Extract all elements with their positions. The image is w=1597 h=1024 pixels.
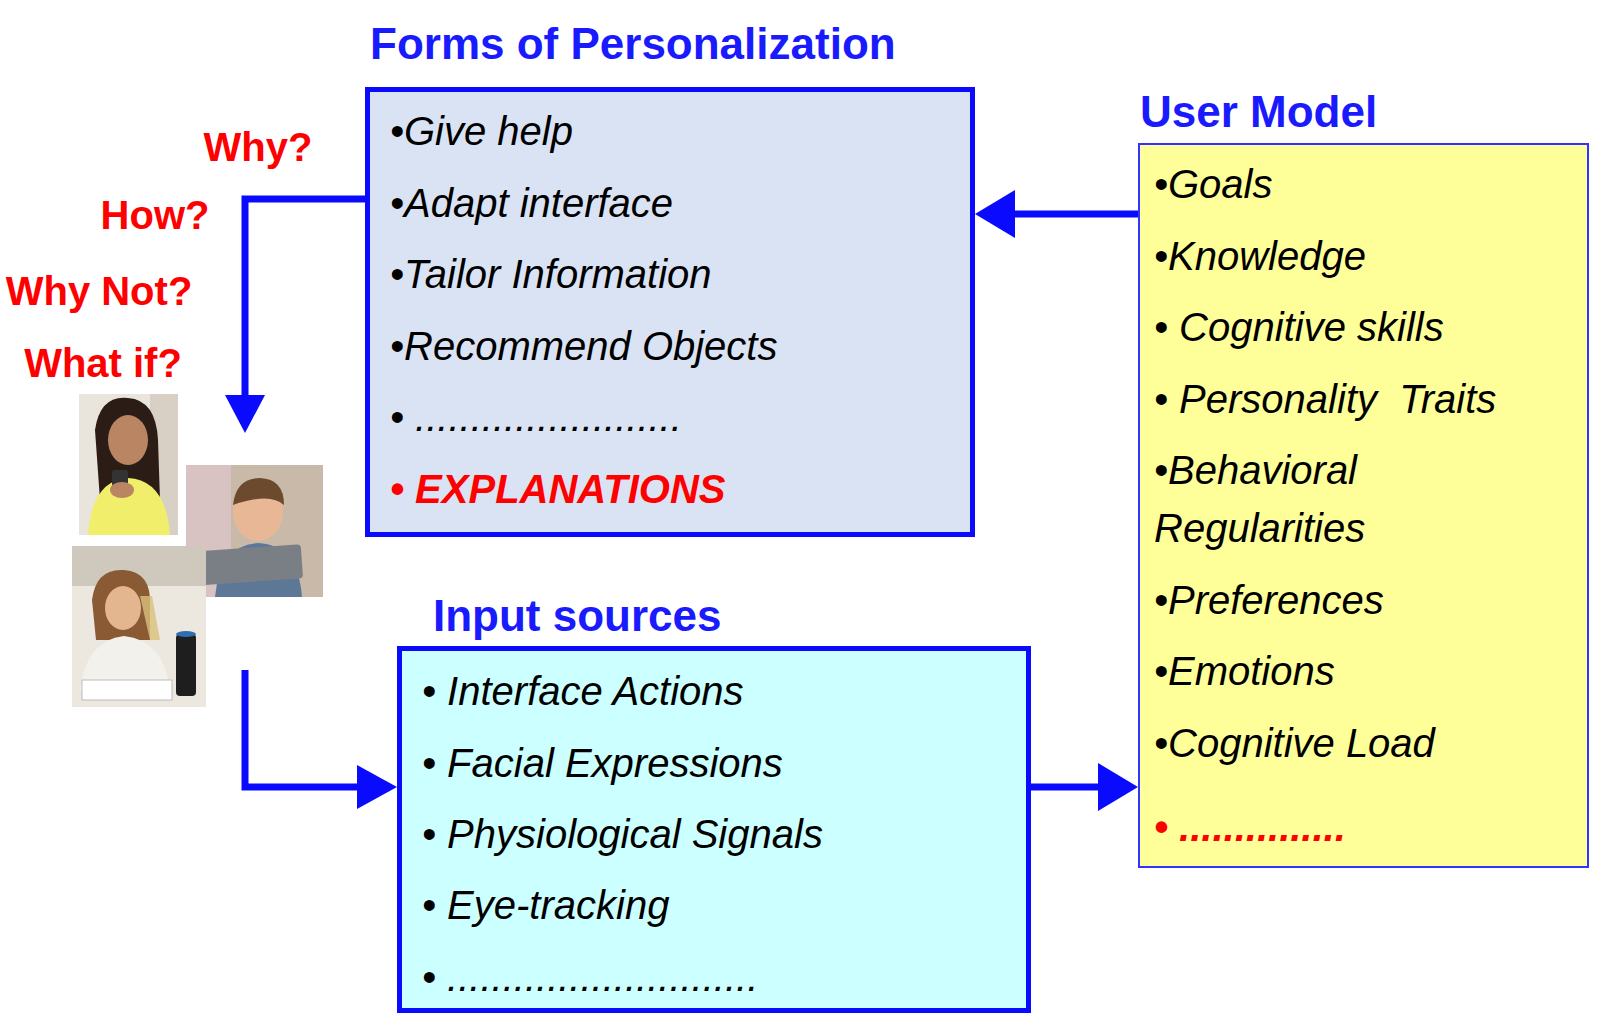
user-photo-phone (79, 394, 178, 535)
flow-arrow (975, 190, 1138, 238)
box-heading: User Model (1140, 87, 1377, 137)
flow-arrow (1031, 763, 1138, 811)
list-item: • Interface Actions (422, 666, 1012, 716)
list-item: • Eye-tracking (422, 880, 1012, 930)
arrow-head (1098, 763, 1138, 811)
question-label: How? (5, 190, 305, 240)
list-item: • ............................ (422, 952, 1012, 1002)
list-item: • Physiological Signals (422, 809, 1012, 859)
list-item: •Recommend Objects (390, 321, 960, 371)
arrow-head (975, 190, 1015, 238)
list-item: •Goals (1154, 159, 1574, 209)
list-item: •Tailor Information (390, 249, 960, 299)
list-item: •Preferences (1154, 575, 1574, 625)
personalization-box: Forms of Personalization•Give help•Adapt… (365, 87, 975, 537)
input-sources-box: Input sources• Interface Actions• Facial… (397, 646, 1031, 1013)
list-item: •Adapt interface (390, 178, 960, 228)
list-item: •Cognitive Load (1154, 718, 1574, 768)
list-item: • ........................ (390, 392, 960, 442)
list-item: •Behavioral Regularities (1154, 441, 1414, 557)
list-item: •Give help (390, 106, 960, 156)
question-label: Why Not? (0, 266, 249, 316)
arrow-line (1031, 784, 1102, 791)
user-photo-speaker (72, 546, 206, 707)
list-item: • EXPLANATIONS (390, 464, 960, 514)
box-heading: Input sources (433, 591, 722, 641)
list-item: •Knowledge (1154, 231, 1574, 281)
box-heading: Forms of Personalization (370, 19, 896, 69)
question-label: Why? (108, 122, 408, 172)
list-item: • Facial Expressions (422, 738, 1012, 788)
feedback-arrow (225, 199, 365, 433)
list-item: • ............... (1154, 802, 1574, 852)
list-item: • Cognitive skills (1154, 302, 1574, 352)
user-model-box: User Model•Goals•Knowledge• Cognitive sk… (1138, 143, 1589, 868)
list-item: • Personality Traits (1154, 374, 1574, 424)
input-arrow (245, 670, 397, 809)
user-photo-tablet (186, 465, 323, 597)
arrow-line (1011, 211, 1138, 218)
question-label: What if? (0, 338, 253, 388)
list-item: •Emotions (1154, 646, 1574, 696)
